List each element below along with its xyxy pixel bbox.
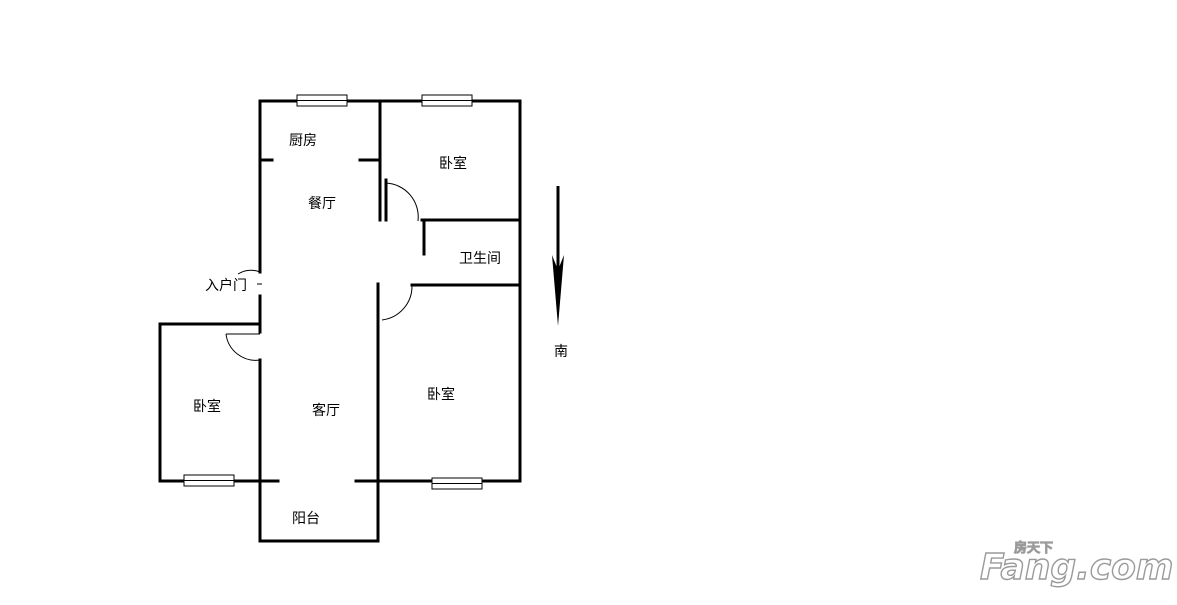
door-entrance xyxy=(237,269,261,275)
room-label-bedroom-west: 卧室 xyxy=(193,398,221,415)
room-label-bedroom-north: 卧室 xyxy=(439,155,467,172)
compass-label: 南 xyxy=(554,344,568,360)
door-bedroom-west xyxy=(225,333,261,361)
room-label-balcony: 阳台 xyxy=(292,511,320,527)
walls xyxy=(158,99,522,543)
compass-arrow-icon xyxy=(552,186,564,326)
room-label-dining: 餐厅 xyxy=(308,196,336,212)
door-bedroom-north xyxy=(385,182,419,222)
windows xyxy=(183,94,483,490)
room-label-living: 客厅 xyxy=(312,402,340,419)
room-label-entrance: 入户门 xyxy=(205,277,247,294)
watermark-brand: Fang.com xyxy=(980,547,1173,588)
doors xyxy=(225,182,419,361)
door-bedroom-south xyxy=(381,285,413,321)
watermark-logo: 房天下 Fang.com xyxy=(979,540,1174,589)
room-label-bedroom-south: 卧室 xyxy=(427,386,455,403)
room-label-kitchen: 厨房 xyxy=(289,133,317,149)
room-label-bathroom: 卫生间 xyxy=(459,251,501,267)
watermark-cn: 房天下 xyxy=(1014,540,1053,556)
